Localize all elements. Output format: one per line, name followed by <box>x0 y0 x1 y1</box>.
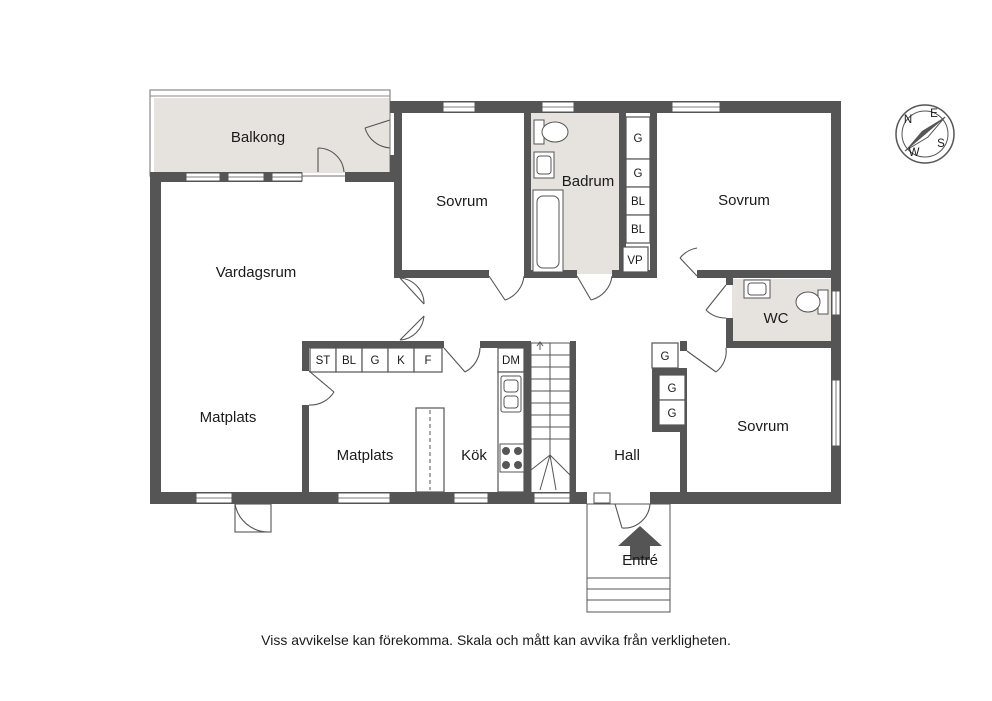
wardrobe-bl-label: BL <box>631 196 646 208</box>
washbasin-icon <box>533 151 555 179</box>
room-label-badrum: Badrum <box>562 173 615 190</box>
cabinet-g-label: G <box>371 355 380 367</box>
kitchen-island <box>415 407 445 493</box>
entrance-arrow-icon <box>618 526 662 560</box>
wardrobes-sovrum-2 <box>622 116 651 273</box>
dishwasher-label: DM <box>502 355 520 367</box>
wc-washbasin-icon <box>743 279 771 299</box>
room-label-sovrum: Sovrum <box>737 418 789 435</box>
room-label-wc: WC <box>764 310 789 327</box>
room-label-matplats: Matplats <box>337 447 394 464</box>
compass-s: S <box>937 138 945 150</box>
wc-toilet-icon <box>795 289 829 315</box>
compass-n: N <box>904 114 912 126</box>
wardrobe-g-label: G <box>661 351 670 363</box>
room-label-matplats: Matplats <box>200 409 257 426</box>
room-label-vardagsrum: Vardagsrum <box>216 264 297 281</box>
stove-icon <box>499 443 525 473</box>
cabinet-st-label: ST <box>316 355 331 367</box>
wardrobes-hall <box>651 342 686 426</box>
wardrobe-bl-label: BL <box>631 224 646 236</box>
room-label-sovrum: Sovrum <box>718 192 770 209</box>
balcony-floor <box>154 98 390 173</box>
disclaimer-text: Viss avvikelse kan förekomma. Skala och … <box>261 632 731 648</box>
wardrobe-g-label: G <box>634 133 643 145</box>
room-label-kok: Kök <box>461 447 487 464</box>
cabinet-f-label: F <box>424 355 431 367</box>
compass-icon: N S E W <box>895 104 955 164</box>
doors <box>234 119 727 533</box>
entrance-steps <box>586 503 671 613</box>
compass-e: E <box>930 108 938 120</box>
kitchen-sink-icon <box>500 375 522 413</box>
compass-w: W <box>909 147 920 159</box>
wardrobe-g-label: G <box>634 168 643 180</box>
vp-label: VP <box>627 255 643 267</box>
staircase <box>530 341 571 494</box>
room-label-balkong: Balkong <box>231 129 285 146</box>
wardrobe-g-label: G <box>668 408 677 420</box>
cabinet-k-label: K <box>397 355 405 367</box>
room-label-sovrum: Sovrum <box>436 193 488 210</box>
cabinet-bl-label: BL <box>342 355 357 367</box>
bathtub-icon <box>532 189 564 273</box>
room-label-hall: Hall <box>614 447 640 464</box>
room-label-entre: Entré <box>622 552 658 569</box>
wardrobe-g-label: G <box>668 383 677 395</box>
toilet-icon <box>533 119 569 145</box>
